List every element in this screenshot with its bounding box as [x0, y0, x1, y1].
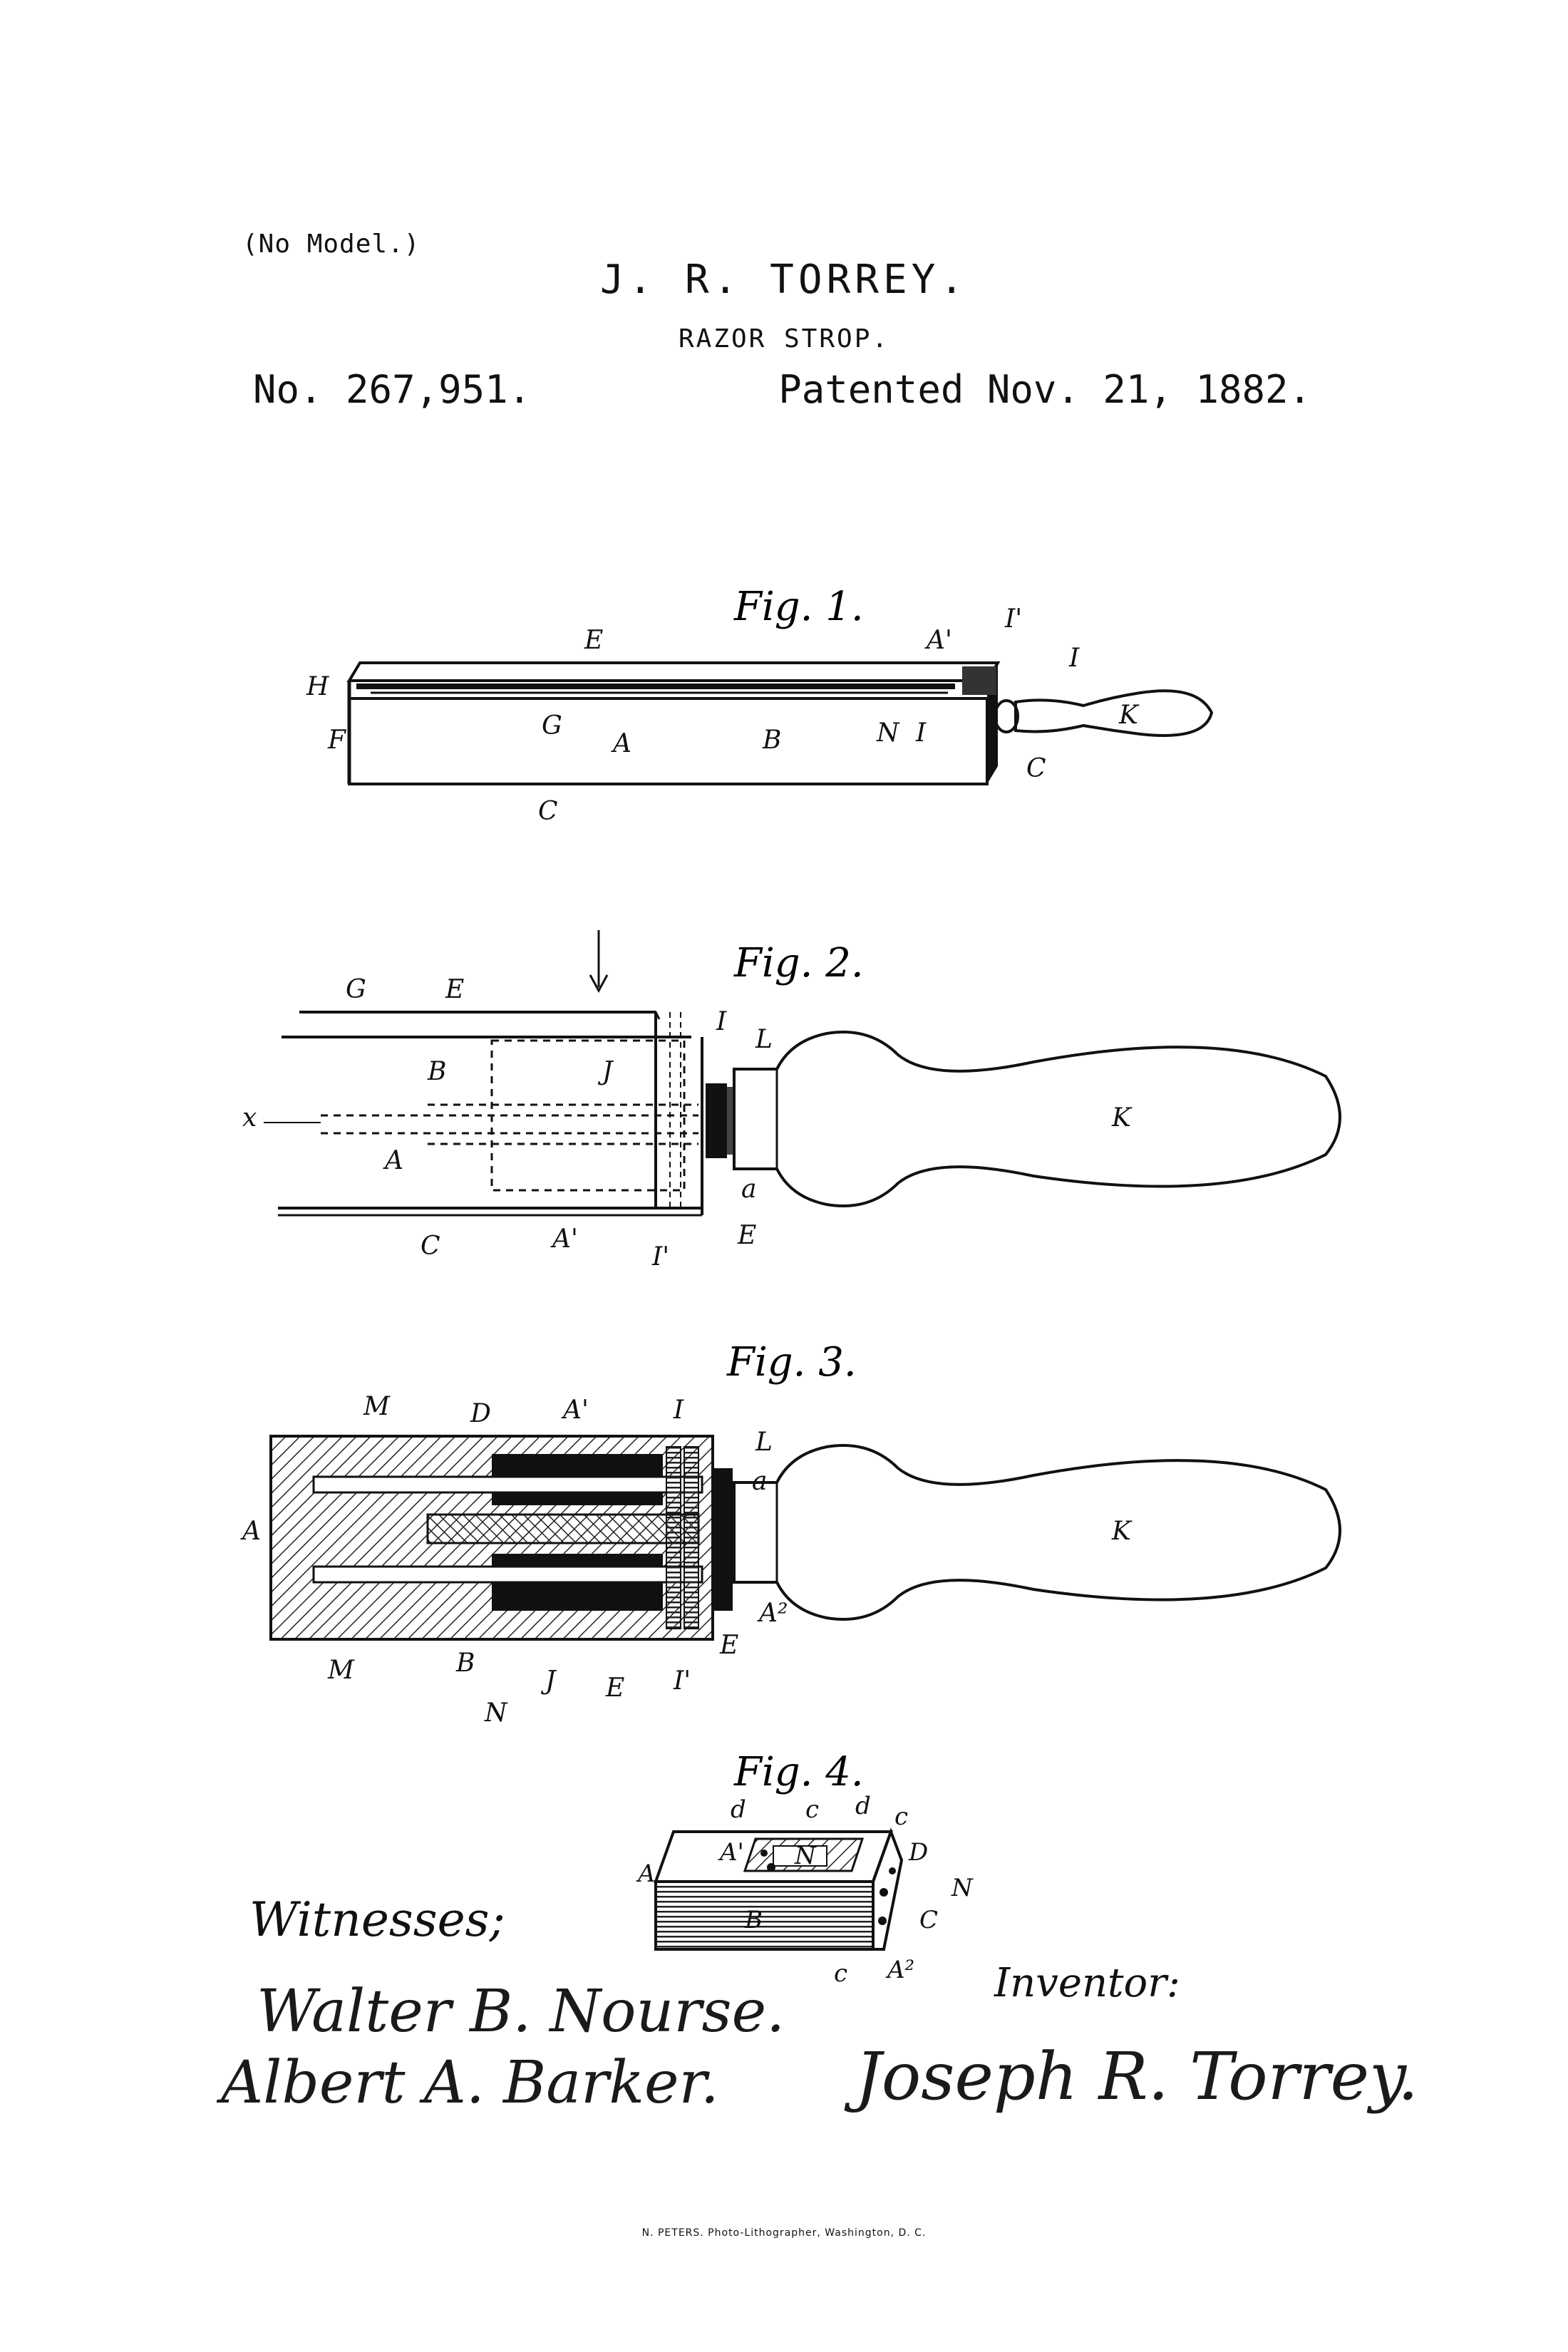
fig1-label: I — [915, 718, 927, 748]
fig2-label: A' — [550, 1224, 578, 1254]
fig4-label: N — [951, 1874, 974, 1902]
fig4-label: N — [794, 1842, 817, 1870]
fig4-label: D — [908, 1838, 928, 1867]
fig2-label: A — [383, 1146, 403, 1175]
fig1-label: A — [611, 729, 631, 758]
fig4-label: A² — [885, 1956, 914, 1984]
fig3-label: M — [363, 1392, 391, 1421]
fig2-label: a — [741, 1175, 756, 1204]
fig3-label: B — [455, 1649, 475, 1678]
fig2-title: Fig. 2. — [733, 940, 864, 986]
fig3-label: M — [327, 1656, 355, 1685]
fig2-label: E — [737, 1221, 756, 1250]
fig4-title: Fig. 4. — [733, 1749, 864, 1795]
fig1-label: H — [306, 672, 329, 701]
fig4-label: c — [805, 1795, 819, 1824]
fig3-label: E — [605, 1673, 624, 1703]
witnesses-heading: Witnesses; — [249, 1892, 505, 1947]
fig4-labels: d c d c A' N D N A C B c A² — [636, 1792, 974, 1988]
witness-signature: Albert A. Barker. — [221, 2049, 719, 2117]
fig4-label: c — [834, 1959, 847, 1988]
patent-date: Patented Nov. 21, 1882. — [778, 367, 1311, 412]
fig3-label: D — [470, 1399, 491, 1428]
fig4-label: A — [636, 1860, 656, 1888]
figure-2: Fig. 2. — [264, 930, 1341, 1217]
fig3-label: L — [755, 1428, 773, 1457]
fig1-label: C — [538, 797, 558, 826]
fig3-label: I' — [673, 1666, 691, 1696]
fig3-label: a — [752, 1467, 767, 1496]
inventor-signature: Joseph R. Torrey. — [855, 2038, 1419, 2115]
fig1-label: G — [542, 711, 562, 741]
fig2-label: L — [755, 1025, 773, 1054]
fig2-labels: G E I L B J x A a C A' I' E K — [242, 975, 1133, 1272]
fig1-title: Fig. 1. — [733, 584, 864, 630]
fig1-label: F — [327, 726, 347, 755]
inventor-heading: J. R. TORREY. — [599, 257, 969, 303]
fig2-label: C — [421, 1232, 440, 1261]
fig2-label: J — [597, 1057, 614, 1086]
fig3-label: E — [719, 1631, 738, 1660]
fig2-label: I' — [651, 1242, 669, 1272]
fig2-label: K — [1111, 1103, 1133, 1133]
fig4-label: d — [855, 1792, 871, 1820]
fig1-label: A' — [924, 626, 952, 655]
fig1-label: N — [876, 718, 900, 748]
figure-4: Fig. 4. — [654, 1749, 904, 1951]
figure-3: Fig. 3. — [269, 1339, 1341, 1641]
inventor-label: Inventor: — [994, 1960, 1180, 2006]
figure-1: Fig. 1. — [346, 584, 1214, 785]
invention-title: RAZOR STROP. — [678, 324, 890, 354]
fig3-label: K — [1111, 1517, 1133, 1546]
witness-signature: Walter B. Nourse. — [257, 1978, 785, 2046]
fig2-label: I — [716, 1007, 727, 1036]
fig1-label: E — [584, 626, 603, 655]
lithographer-credit: N. PETERS. Photo-Lithographer, Washingto… — [641, 2227, 927, 2239]
fig2-label: E — [445, 975, 464, 1004]
fig4-label: d — [731, 1795, 746, 1824]
fig3-label: A' — [561, 1396, 589, 1425]
fig1-label: I' — [1004, 604, 1022, 634]
fig2-label: x — [242, 1103, 257, 1133]
fig4-label: B — [744, 1906, 763, 1934]
patent-number: No. 267,951. — [253, 367, 532, 412]
fig4-label: c — [894, 1802, 908, 1831]
fig3-title: Fig. 3. — [726, 1339, 857, 1386]
fig1-label: K — [1118, 701, 1140, 730]
fig1-label: C — [1026, 754, 1046, 783]
no-model-note: (No Model.) — [242, 229, 421, 259]
fig3-label: J — [540, 1666, 557, 1696]
fig3-label: A — [240, 1517, 261, 1546]
fig3-label: I — [673, 1396, 684, 1425]
fig3-label: A² — [757, 1599, 788, 1628]
fig3-labels: M D A' I L a A K A² M B J E I' E N — [240, 1392, 1133, 1728]
fig4-label: A' — [718, 1838, 744, 1867]
fig1-label: I — [1068, 644, 1080, 673]
fig2-label: G — [346, 975, 366, 1004]
fig4-label: C — [919, 1906, 938, 1934]
fig1-label: B — [762, 726, 781, 755]
fig1-labels: E A' I' I H F G A B N I K C C — [306, 604, 1140, 826]
fig3-label: N — [484, 1698, 508, 1728]
fig2-label: B — [427, 1057, 446, 1086]
